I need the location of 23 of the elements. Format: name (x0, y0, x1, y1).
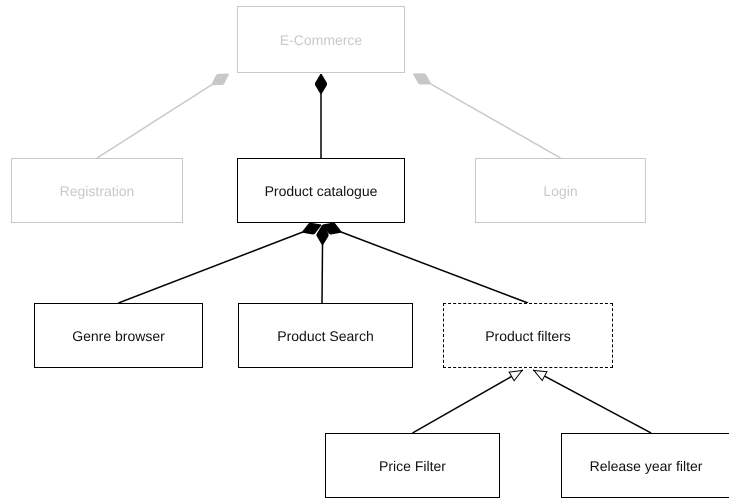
connector (118, 222, 322, 304)
class-box (325, 433, 500, 498)
class-box (475, 158, 646, 223)
class-box (443, 303, 613, 368)
connector (314, 74, 328, 158)
class-box (237, 158, 405, 223)
class-box (238, 303, 413, 368)
class-box (11, 158, 183, 223)
connector (96, 73, 230, 159)
connector (322, 222, 528, 304)
class-name: Product catalogue (264, 182, 378, 198)
class-box (237, 6, 405, 73)
class-box (34, 303, 203, 368)
class-box (561, 433, 729, 498)
connector (412, 369, 524, 434)
class-name: Price Filter (379, 458, 446, 474)
class-name: Product Search (277, 328, 374, 344)
connector (532, 369, 652, 434)
class-name: Product filters (485, 328, 571, 344)
class-name: Genre browser (72, 328, 165, 344)
connector (412, 73, 561, 159)
connector (316, 224, 330, 303)
class-name: Release year filter (590, 458, 702, 474)
